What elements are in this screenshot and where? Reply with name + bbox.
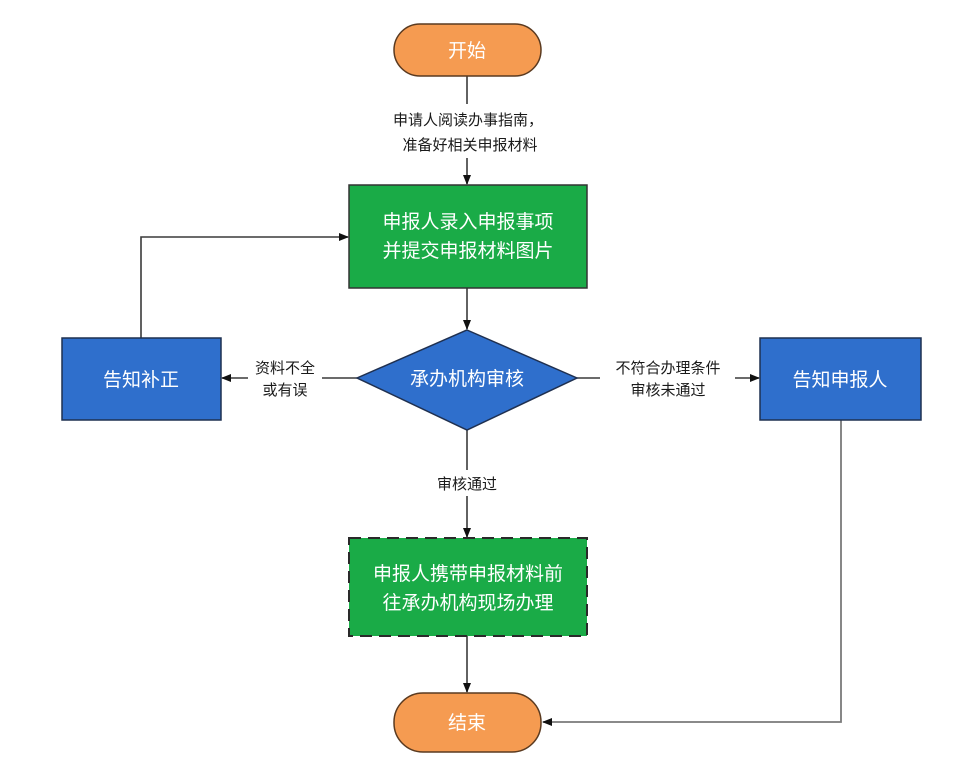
start-terminal-shape — [393, 23, 542, 77]
edge-label-review-to-fix-line1: 资料不全 — [255, 359, 315, 377]
submit-label-line2: 并提交申报材料图片 — [382, 240, 553, 262]
edge-label-review-to-reject-line1: 不符合办理条件 — [615, 359, 720, 377]
onsite-node: 申报人携带申报材料前 往承办机构现场办理 — [348, 537, 588, 637]
notify-fix-process-shape — [61, 337, 222, 421]
end-label: 结束 — [448, 712, 486, 734]
edge-label-start-to-submit-line1: 申请人阅读办事指南， — [393, 111, 543, 129]
notify-applicant-node: 告知申报人 — [759, 337, 922, 421]
submit-label-line1: 申报人录入申报事项 — [382, 211, 553, 233]
start-label: 开始 — [448, 40, 486, 62]
edge-reject-to-end — [542, 420, 842, 726]
onsite-label-line1: 申报人携带申报材料前 — [373, 563, 563, 585]
submit-node: 申报人录入申报事项 并提交申报材料图片 — [348, 184, 588, 289]
onsite-process-shape — [348, 537, 588, 637]
edge-label-start-to-submit-line2: 准备好相关申报材料 — [402, 136, 537, 154]
end-terminal-shape — [393, 692, 542, 753]
notify-fix-label: 告知补正 — [103, 369, 179, 391]
review-decision-shape — [355, 329, 579, 431]
edge-fix-to-submit — [140, 233, 349, 338]
notify-applicant-label: 告知申报人 — [792, 369, 887, 391]
end-node: 结束 — [393, 692, 542, 753]
edge-label-review-to-reject-line2: 审核未通过 — [630, 381, 705, 399]
notify-applicant-process-shape — [759, 337, 922, 421]
onsite-label-line2: 往承办机构现场办理 — [382, 592, 553, 614]
review-node: 承办机构审核 — [355, 329, 579, 431]
submit-process-shape — [348, 184, 588, 289]
notify-fix-node: 告知补正 — [61, 337, 222, 421]
edge-label-review-to-onsite: 审核通过 — [437, 475, 497, 493]
edge-label-review-to-fix-line2: 或有误 — [262, 381, 307, 399]
review-label: 承办机构审核 — [410, 368, 524, 390]
start-node: 开始 — [393, 23, 542, 77]
